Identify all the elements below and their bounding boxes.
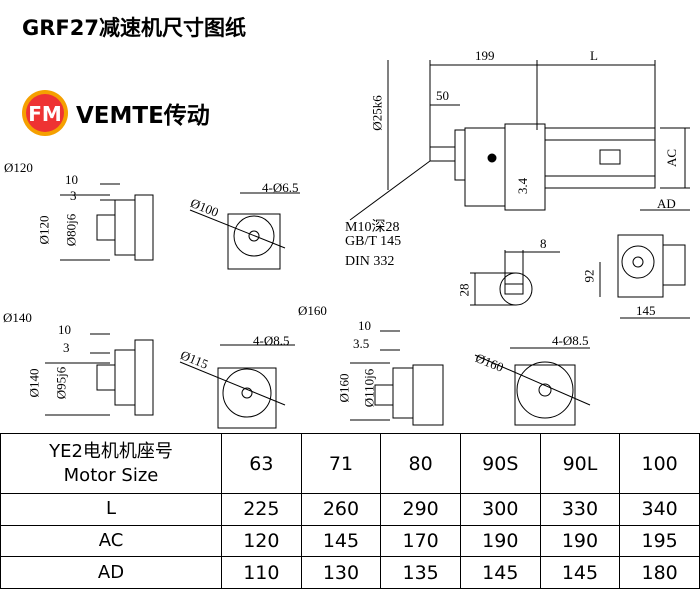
flange-120-d3: 3 (70, 188, 77, 203)
value-cell: 180 (619, 556, 700, 589)
flange-140-d10: 10 (58, 322, 71, 337)
flange-160-d10: 10 (358, 318, 371, 333)
table-row: L 225 260 290 300 330 340 (0, 493, 700, 526)
logo: FM VEMTE传动 (20, 88, 210, 138)
thread-label: M10深28 (345, 220, 400, 235)
row-name: AC (0, 524, 222, 558)
header-line-cn: YE2电机机座号 (49, 440, 173, 462)
value-cell: 135 (380, 556, 461, 589)
svg-text:FM: FM (28, 102, 62, 126)
dim-3-4: 3.4 (515, 177, 531, 195)
size-cell: 80 (380, 433, 461, 494)
value-cell: 130 (300, 556, 382, 589)
header-line-en: Motor Size (63, 464, 159, 486)
value-cell: 340 (619, 493, 700, 526)
value-cell: 145 (539, 556, 621, 589)
dim-shaft: Ø25k6 (369, 95, 385, 131)
row-name: AD (0, 556, 222, 589)
technical-drawing (45, 60, 690, 429)
flange-160-views (350, 330, 591, 426)
dim-92: 92 (581, 269, 597, 283)
logo-icon: FM (22, 90, 68, 136)
flange-140-holes: 4-Ø8.5 (253, 333, 290, 348)
value-cell: 145 (459, 556, 541, 589)
dim-8: 8 (540, 236, 547, 251)
size-cell: 90S (459, 433, 541, 494)
flange-120-d10: 10 (65, 172, 78, 187)
value-cell: 190 (459, 524, 541, 558)
table-row: AD 110 130 135 145 145 180 (0, 556, 700, 589)
standard-gb: GB/T 145 (345, 234, 402, 249)
flange-140-pilot: Ø95j6 (53, 366, 69, 400)
flange-160-holes: 4-Ø8.5 (552, 333, 589, 348)
flange-140-views (45, 333, 295, 429)
dim-AC: AC (664, 148, 680, 168)
dim-28: 28 (456, 283, 472, 297)
value-cell: 170 (380, 524, 461, 558)
value-cell: 120 (221, 524, 302, 558)
flange-160-pilot: Ø110j6 (361, 368, 377, 408)
dim-AD: AD (657, 196, 676, 211)
size-cell: 90L (539, 433, 621, 494)
size-cell: 71 (300, 433, 382, 494)
flange-160-outer: Ø160 (336, 373, 352, 403)
flange-120-views (60, 183, 300, 270)
dim-L: L (590, 48, 598, 63)
flange-140-d3: 3 (63, 340, 70, 355)
row-name: L (0, 493, 222, 526)
flange-120-pilot: Ø80j6 (63, 213, 79, 247)
dim-145: 145 (636, 303, 656, 318)
logo-text: VEMTE传动 (76, 103, 210, 129)
value-cell: 300 (459, 493, 541, 526)
flange-160-d3: 3.5 (353, 336, 370, 351)
size-cell: 100 (619, 433, 700, 494)
value-cell: 190 (539, 524, 621, 558)
value-cell: 225 (221, 493, 302, 526)
flange-140-outer: Ø140 (26, 368, 42, 398)
size-cell: 63 (221, 433, 302, 494)
value-cell: 195 (619, 524, 700, 558)
value-cell: 330 (539, 493, 621, 526)
value-cell: 110 (221, 556, 302, 589)
value-cell: 145 (300, 524, 382, 558)
dim-50: 50 (436, 88, 449, 103)
side-view (599, 209, 690, 319)
flange-120-outer: Ø120 (36, 215, 52, 245)
page-title: GRF27减速机尺寸图纸 (22, 16, 246, 40)
value-cell: 260 (300, 493, 382, 526)
standard-din: DIN 332 (345, 254, 395, 269)
table-row: AC 120 145 170 190 190 195 (0, 524, 700, 558)
flange-120-holes: 4-Ø6.5 (262, 180, 299, 195)
key-view (470, 250, 560, 306)
flange-120-label: Ø120 (4, 160, 33, 175)
main-view (349, 60, 690, 221)
flange-140-label: Ø140 (3, 310, 32, 325)
flange-160-label: Ø160 (298, 303, 327, 318)
value-cell: 290 (380, 493, 461, 526)
dim-199: 199 (475, 48, 495, 63)
